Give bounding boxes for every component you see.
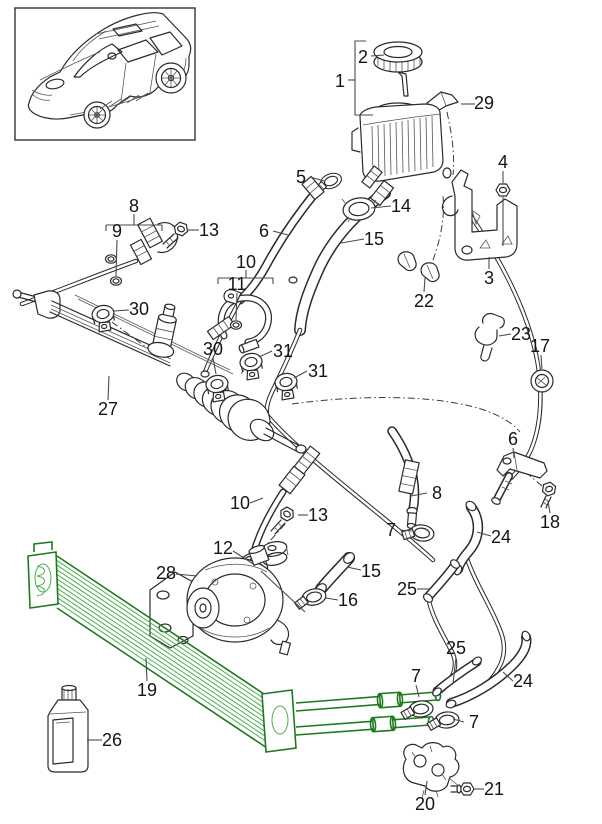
leader-line-22 <box>423 277 426 293</box>
leader-line-23 <box>498 333 512 337</box>
leader-line-18 <box>547 500 551 514</box>
leader-line-19 <box>145 657 148 682</box>
front-wheel <box>83 101 111 129</box>
leader-line-5 <box>309 176 325 182</box>
leader-line-7 <box>452 718 465 723</box>
headlight <box>45 78 65 90</box>
cable-clip-23 <box>474 312 505 362</box>
bolt-13 <box>270 504 297 535</box>
pipe-bracket-20 <box>402 742 461 800</box>
leader-line-31 <box>258 350 273 358</box>
leader-line-27 <box>107 375 110 401</box>
hose-clamp-7 <box>400 521 436 545</box>
leader-line-30 <box>212 357 217 375</box>
seal-ring-9 <box>109 276 123 286</box>
retaining-clips-22 <box>397 251 440 283</box>
union-fitting-8 <box>129 217 179 266</box>
bolt-21 <box>450 782 475 796</box>
leader-line-6 <box>272 230 289 236</box>
nut-17 <box>530 369 554 393</box>
hose-6-fitting <box>301 175 325 201</box>
leader-line-31 <box>293 370 308 379</box>
reservoir-cap <box>373 41 423 97</box>
support-bracket-6 <box>491 451 548 505</box>
leader-line-8 <box>410 492 428 497</box>
hose-clamp-16 <box>291 586 329 611</box>
leader-line-24 <box>502 671 514 682</box>
reservoir-port <box>361 165 383 189</box>
banjo-bolt-13 <box>162 220 191 249</box>
hose-25-lower <box>432 656 482 697</box>
leader-line-10 <box>249 497 264 504</box>
leader-line-30 <box>113 309 130 312</box>
leader-line-9 <box>115 239 118 277</box>
pressure-hose-8 <box>387 426 420 530</box>
hose-24-lower <box>445 630 532 709</box>
side-mirror <box>107 52 117 60</box>
leader-line-12 <box>260 570 306 613</box>
return-pipe-10 <box>239 445 321 580</box>
steering-rack <box>12 289 307 454</box>
leader-line-12 <box>232 550 256 566</box>
leader-line-11 <box>235 292 238 321</box>
pinion-valve <box>147 303 177 358</box>
leader-line-16 <box>325 597 339 601</box>
leader-line-15 <box>340 238 365 244</box>
power-steering-pump <box>149 544 292 656</box>
leader-line-2 <box>370 54 385 57</box>
leader-line-25 <box>452 656 457 685</box>
sunroof <box>112 23 143 37</box>
rear-wheel <box>155 62 187 94</box>
leader-line-7 <box>399 529 413 532</box>
reservoir-bracket <box>441 167 518 261</box>
leader-line-24 <box>476 531 492 537</box>
hose-clamp-7 <box>425 710 461 732</box>
vehicle-thumbnail <box>14 7 196 141</box>
hose-25-upper <box>422 559 461 603</box>
leader-line-15 <box>346 566 362 571</box>
seal-ring-11 <box>229 320 243 330</box>
label-leader-lines <box>87 40 551 796</box>
leader-line-17 <box>540 354 543 370</box>
leader-line-7 <box>415 684 420 698</box>
leader-line-14 <box>370 205 392 209</box>
fluid-bottle <box>47 684 89 773</box>
seal-ring-9 <box>104 254 118 264</box>
leader-line-28 <box>175 573 198 577</box>
windshield <box>73 43 123 78</box>
fluid-reservoir <box>351 41 459 206</box>
nut-4 <box>495 183 511 197</box>
clamp-ring-14 <box>341 197 377 223</box>
leader-line-6 <box>512 447 515 459</box>
leader-line-20 <box>424 780 428 796</box>
leader-line-1 <box>354 40 373 116</box>
